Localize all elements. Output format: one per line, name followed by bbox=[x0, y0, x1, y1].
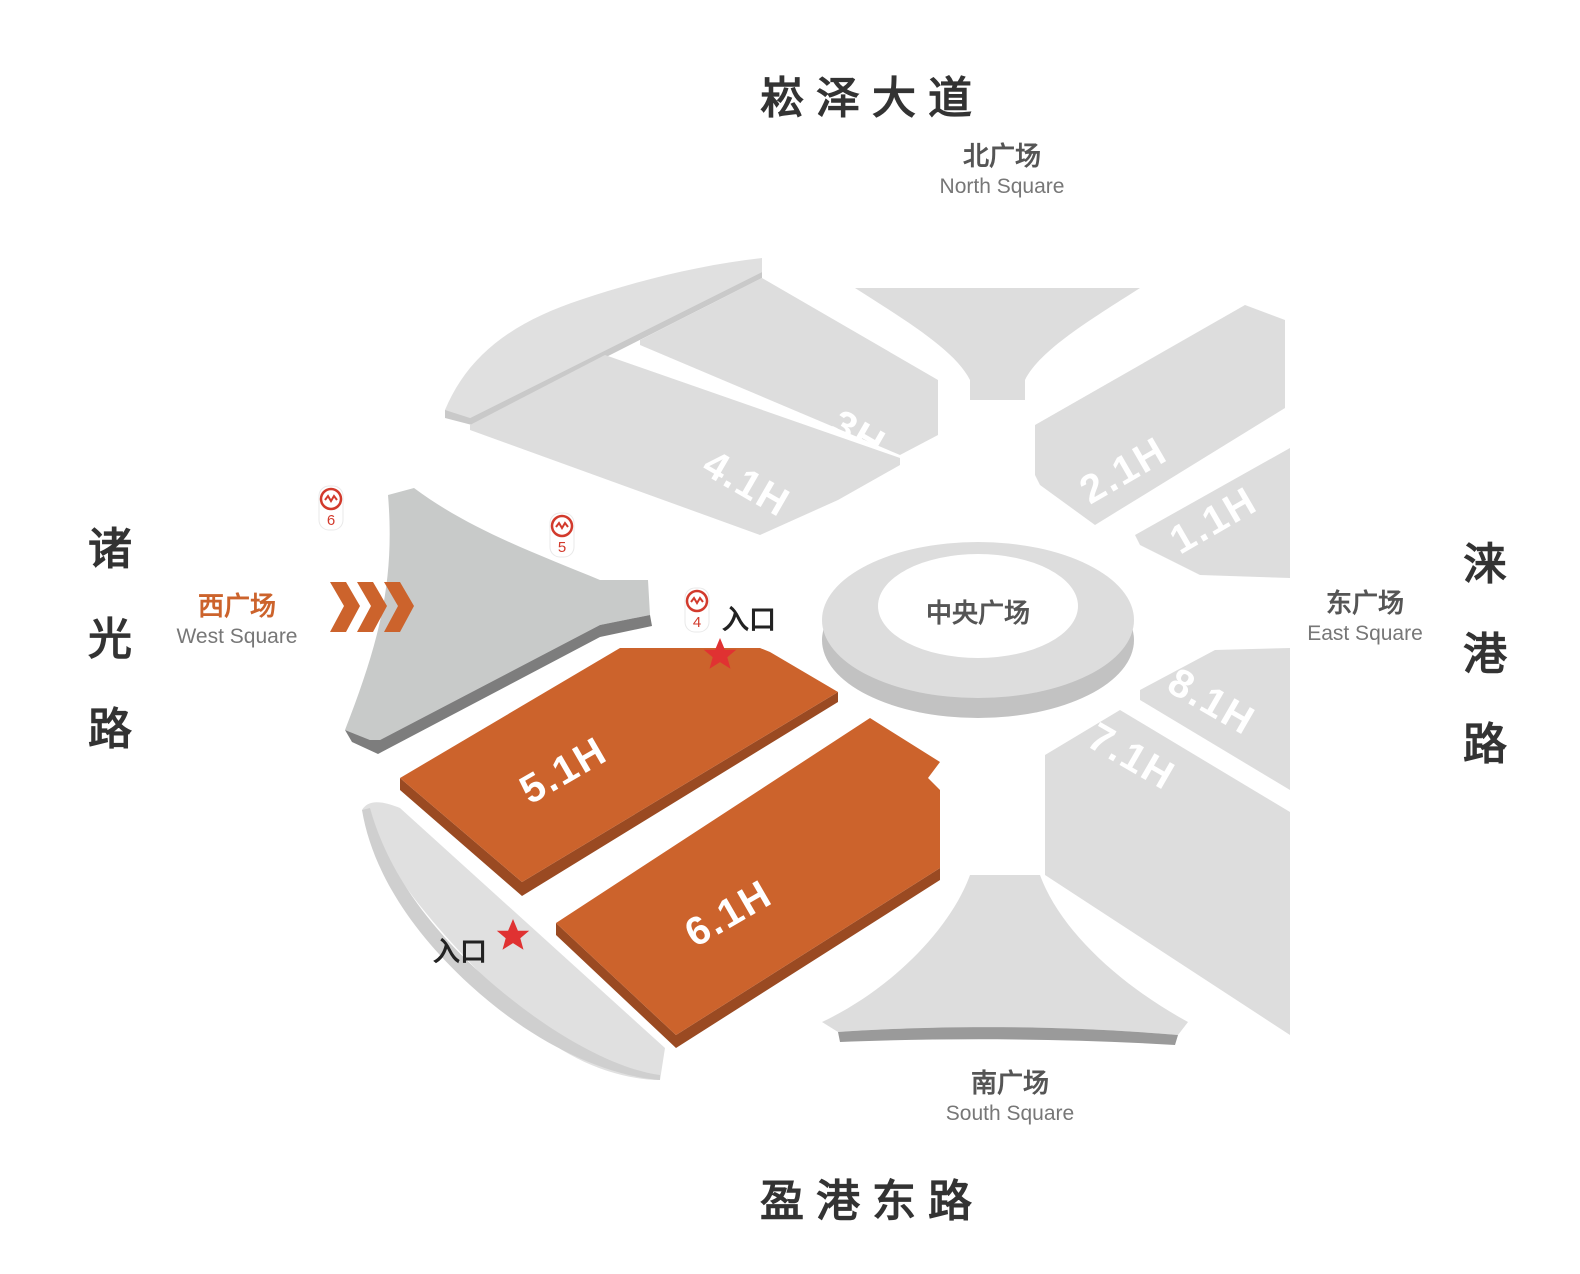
hall-4-1h[interactable]: 4.1H bbox=[470, 355, 900, 535]
north-square-cn: 北广场 bbox=[962, 142, 1041, 172]
west-square-cn: 西广场 bbox=[197, 592, 276, 622]
hall-6-1h[interactable]: 6.1H bbox=[556, 718, 940, 1048]
entrance-bottom[interactable] bbox=[496, 919, 530, 950]
west-plaza bbox=[345, 488, 652, 754]
east-square-en: East Square bbox=[1307, 622, 1423, 645]
central-plaza: 中央广场 bbox=[822, 542, 1134, 718]
west-square-label: 西广场 West Square bbox=[142, 586, 332, 649]
road-west-char: 光 bbox=[88, 614, 132, 665]
south-square-en: South Square bbox=[945, 1102, 1075, 1125]
entrance-top[interactable] bbox=[703, 638, 737, 669]
road-east-char: 港 bbox=[1463, 629, 1507, 680]
hall-5-1h[interactable]: 5.1H bbox=[400, 648, 838, 896]
northwest-walkway bbox=[445, 258, 762, 425]
metro-line-number: 6 bbox=[327, 512, 335, 529]
entrance-top-label: 入口 bbox=[722, 605, 776, 636]
metro-line-number: 4 bbox=[693, 614, 701, 631]
north-square-en: North Square bbox=[939, 175, 1065, 198]
road-west-char: 路 bbox=[88, 704, 132, 755]
metro-line-number: 5 bbox=[558, 539, 566, 556]
metro-station-line5[interactable]: 5 bbox=[549, 512, 575, 558]
metro-station-line4[interactable]: 4 bbox=[684, 587, 710, 633]
road-west: 诸 光 路 bbox=[80, 505, 140, 775]
north-plaza bbox=[855, 288, 1140, 400]
metro-icon bbox=[685, 589, 709, 613]
road-south: 盈港东路 bbox=[760, 1176, 984, 1227]
south-square-label: 南广场 South Square bbox=[910, 1063, 1110, 1126]
west-direction-arrows bbox=[330, 582, 414, 632]
east-square-label: 东广场 East Square bbox=[1265, 583, 1465, 646]
entrance-bottom-label: 入口 bbox=[433, 937, 487, 968]
star-icon bbox=[496, 919, 530, 950]
south-square-cn: 南广场 bbox=[970, 1069, 1049, 1099]
metro-icon bbox=[550, 514, 574, 538]
north-square-label: 北广场 North Square bbox=[902, 136, 1102, 199]
east-square-cn: 东广场 bbox=[1325, 589, 1404, 619]
metro-icon bbox=[319, 487, 343, 511]
metro-station-line6[interactable]: 6 bbox=[318, 485, 344, 531]
chevron-right-icon bbox=[357, 582, 387, 632]
west-square-en: West Square bbox=[176, 625, 298, 648]
star-icon bbox=[703, 638, 737, 669]
road-west-char: 诸 bbox=[88, 524, 132, 575]
road-east: 涞 港 路 bbox=[1455, 520, 1515, 790]
road-east-char: 路 bbox=[1463, 719, 1507, 770]
road-north: 崧泽大道 bbox=[760, 73, 984, 124]
chevron-right-icon bbox=[384, 582, 414, 632]
central-plaza-label: 中央广场 bbox=[926, 599, 1030, 629]
road-east-char: 涞 bbox=[1463, 539, 1507, 590]
south-plaza bbox=[822, 875, 1188, 1045]
chevron-right-icon bbox=[330, 582, 360, 632]
